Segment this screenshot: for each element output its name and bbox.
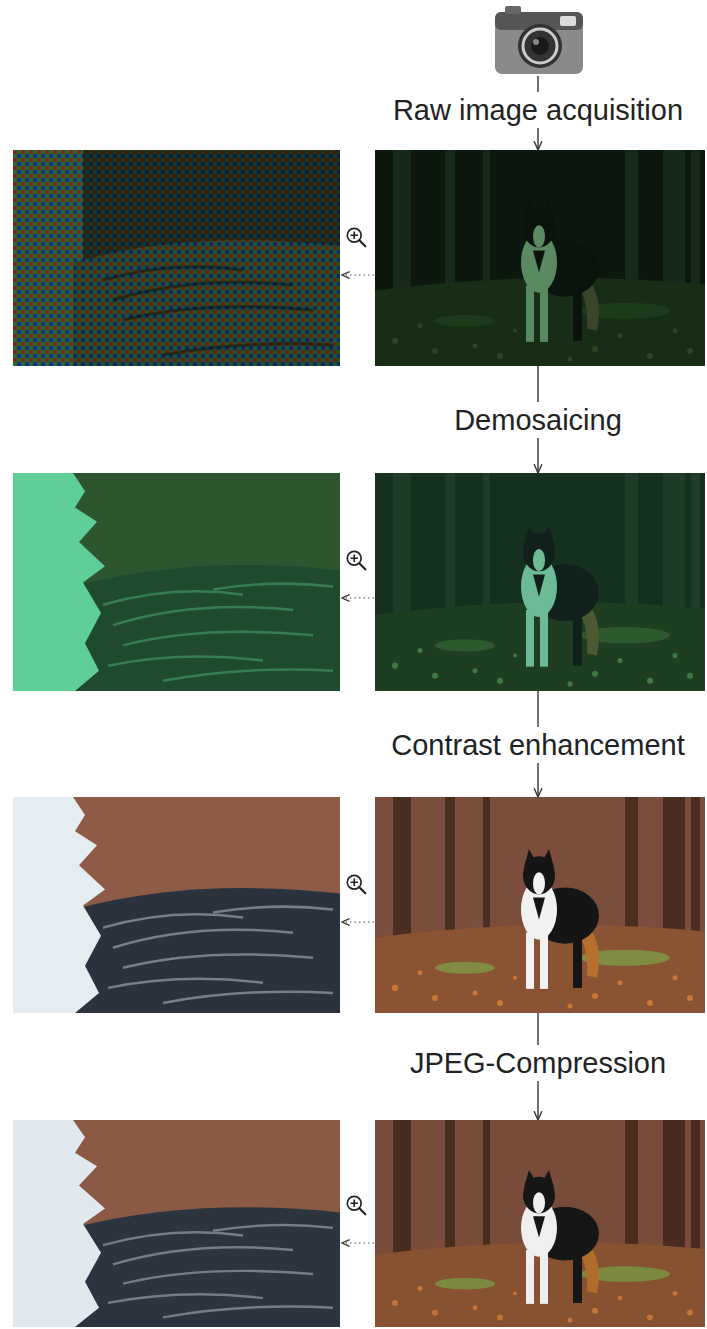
step-label-box: Demosaicing — [450, 402, 626, 438]
jpeg-image — [375, 1120, 705, 1327]
enhanced-crop — [13, 797, 340, 1013]
demosaiced-image — [375, 473, 705, 691]
zoom-icon — [347, 228, 365, 1214]
jpeg-crop — [13, 1120, 340, 1327]
step-label-box: Contrast enhancement — [387, 727, 688, 763]
step-label-box: Raw image acquisition — [389, 92, 687, 128]
zoom-leader — [342, 275, 374, 1243]
raw-image — [375, 150, 705, 366]
step-label: Raw image acquisition — [393, 94, 683, 126]
bayer-crop — [13, 150, 340, 366]
step-label: JPEG-Compression — [410, 1047, 666, 1079]
step-label: Contrast enhancement — [391, 729, 684, 761]
step-label: Demosaicing — [454, 404, 622, 436]
demosaiced-crop — [13, 473, 340, 691]
step-label-box: JPEG-Compression — [406, 1045, 670, 1081]
camera-icon — [495, 6, 583, 74]
enhanced-image — [375, 797, 705, 1013]
